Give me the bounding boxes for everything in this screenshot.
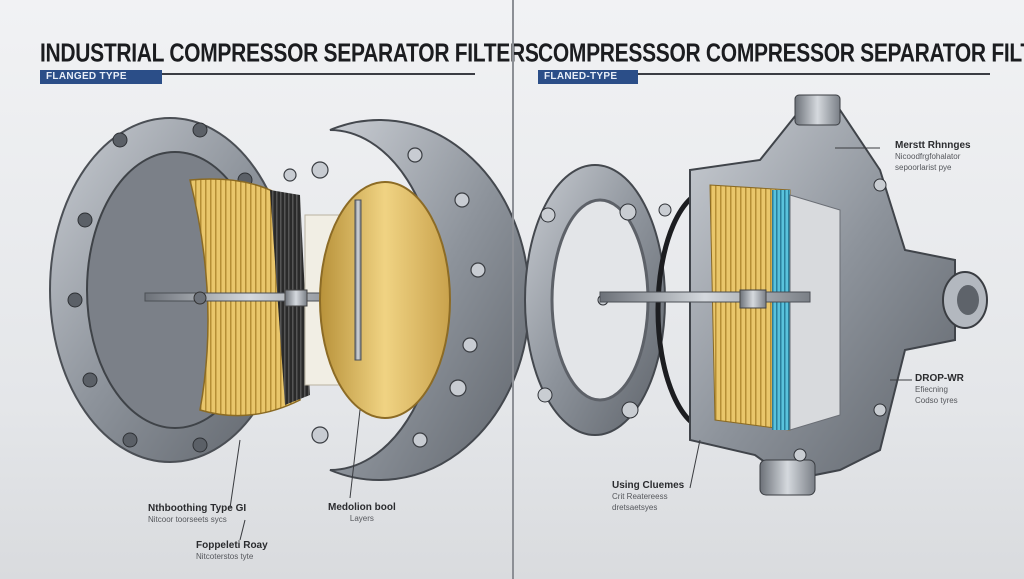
- callout-lines: [229, 147, 912, 541]
- callout-subtext: Efiecning: [915, 385, 948, 394]
- right-badge: FLANED-TYPE: [538, 70, 638, 84]
- callout-subtext: Nitcoterstos tyte: [196, 552, 254, 561]
- right-title: COMPRESSSOR COMPRESSOR SEPARATOR FILTERS: [538, 39, 1024, 68]
- right-callout-3: Using Cluemes Crit Reatereess dretsaetsy…: [612, 480, 684, 513]
- left-front-flange: [283, 119, 531, 481]
- right-housing: [599, 94, 988, 496]
- left-callout-3: Foppeleti Roay Nitcoterstos tyte: [196, 540, 268, 562]
- left-title-rule: [40, 73, 475, 75]
- right-callout-1: Merstt Rhnnges Nicoodfrgfohalator sepoor…: [895, 140, 971, 173]
- callout-subtext: Layers: [349, 514, 374, 523]
- callout-subtext: dretsaetsyes: [612, 503, 658, 512]
- callout-subtext: Nicoodfrgfohalator: [895, 152, 961, 161]
- left-callout-1: Nthboothing Type GI Nitcoor toorseets sy…: [148, 503, 246, 525]
- callout-text: Using Cluemes: [612, 480, 685, 491]
- callout-subtext: Nitcoor toorseets sycs: [148, 515, 227, 524]
- callout-text: Merstt Rhnnges: [895, 140, 971, 151]
- left-callout-2: Medolion bool Layers: [328, 502, 396, 524]
- callout-text: Medolion bool: [328, 502, 396, 513]
- callout-subtext: sepoorlarist pye: [895, 163, 952, 172]
- callout-subtext: Crit Reatereess: [612, 492, 668, 501]
- right-callout-2: DROP-WR Efiecning Codso tyres: [915, 373, 964, 406]
- left-title: INDUSTRIAL COMPRESSOR SEPARATOR FILTERS: [40, 39, 539, 68]
- callout-text: Foppeleti Roay: [196, 540, 268, 551]
- callout-text: DROP-WR: [915, 373, 964, 384]
- right-title-rule: [538, 73, 990, 75]
- callout-text: Nthboothing Type GI: [148, 503, 247, 514]
- callout-subtext: Codso tyres: [915, 396, 958, 405]
- panel-divider: [512, 0, 514, 579]
- left-badge: FLANGED TYPE: [40, 70, 162, 84]
